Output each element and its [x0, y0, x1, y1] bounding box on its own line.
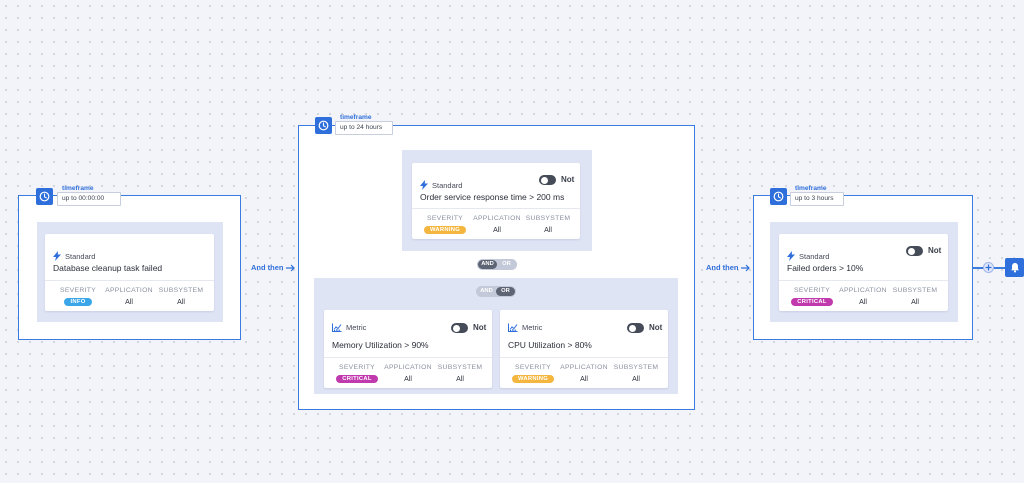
card-type: Standard	[420, 180, 462, 190]
and-or-switch-inner[interactable]: AND OR	[476, 286, 516, 297]
divider	[412, 208, 580, 209]
condition-card-memory[interactable]: Metric Not Memory Utilization > 90% SEVE…	[324, 310, 492, 388]
clock-icon	[773, 191, 784, 202]
lightning-icon	[787, 251, 795, 261]
condition-title: Database cleanup task failed	[53, 263, 163, 273]
card-type-label: Standard	[65, 251, 96, 261]
arrow-right-icon	[740, 264, 750, 271]
application-header: APPLICATION	[384, 364, 432, 371]
add-step-button[interactable]	[983, 262, 994, 273]
not-toggle[interactable]	[539, 175, 556, 185]
timeframe-value-1[interactable]: up to 00:00:00	[57, 192, 121, 206]
card-type-label: Standard	[432, 180, 463, 190]
timeframe-value-text: up to 00:00:00	[62, 195, 105, 202]
bell-icon	[1010, 263, 1019, 273]
card-type: Standard	[787, 251, 829, 261]
condition-card-failed-orders[interactable]: Standard Not Failed orders > 10% SEVERIT…	[779, 234, 948, 311]
subsystem-header: SUBSYSTEM	[158, 287, 204, 294]
divider	[324, 357, 492, 358]
and-option[interactable]: AND	[480, 288, 493, 294]
severity-header: SEVERITY	[514, 364, 552, 371]
card-type: Metric	[508, 323, 542, 332]
severity-badge: CRITICAL	[791, 298, 833, 307]
subsystem-value: All	[456, 376, 464, 383]
and-option[interactable]: AND	[478, 260, 497, 269]
divider	[45, 280, 214, 281]
arrow-right-icon	[285, 264, 295, 271]
and-then-connector-1: And then	[251, 263, 296, 272]
subsystem-header: SUBSYSTEM	[525, 215, 571, 222]
severity-badge: CRITICAL	[336, 375, 378, 384]
timeframe-value-3[interactable]: up to 3 hours	[790, 192, 844, 206]
subsystem-header: SUBSYSTEM	[892, 287, 938, 294]
condition-title: CPU Utilization > 80%	[508, 340, 592, 350]
application-value: All	[125, 299, 133, 306]
and-or-switch-outer[interactable]: AND OR	[477, 259, 517, 270]
application-header: APPLICATION	[839, 287, 887, 294]
application-header: APPLICATION	[560, 364, 608, 371]
condition-title: Memory Utilization > 90%	[332, 340, 429, 350]
card-type: Standard	[53, 251, 95, 261]
application-value: All	[493, 227, 501, 234]
severity-header: SEVERITY	[59, 287, 97, 294]
not-label: Not	[473, 323, 487, 332]
subsystem-value: All	[177, 299, 185, 306]
card-type-label: Standard	[799, 251, 830, 261]
lightning-icon	[53, 251, 61, 261]
application-header: APPLICATION	[473, 215, 521, 222]
card-type: Metric	[332, 323, 366, 332]
severity-badge: WARNING	[423, 226, 467, 235]
divider	[500, 357, 668, 358]
application-header: APPLICATION	[105, 287, 153, 294]
not-toggle[interactable]	[906, 246, 923, 256]
subsystem-header: SUBSYSTEM	[613, 364, 659, 371]
or-option[interactable]: OR	[502, 261, 511, 267]
application-value: All	[404, 376, 412, 383]
not-label: Not	[649, 323, 663, 332]
chart-icon	[508, 323, 518, 332]
subsystem-value: All	[911, 299, 919, 306]
subsystem-value: All	[632, 376, 640, 383]
application-value: All	[859, 299, 867, 306]
timeframe-button-1[interactable]	[36, 188, 53, 205]
subsystem-header: SUBSYSTEM	[437, 364, 483, 371]
card-type-label: Metric	[522, 323, 543, 332]
chart-icon	[332, 323, 342, 332]
timeframe-title-3: timeframe	[795, 185, 827, 192]
not-label: Not	[928, 246, 942, 255]
timeframe-value-text: up to 3 hours	[795, 195, 834, 202]
condition-card-cpu[interactable]: Metric Not CPU Utilization > 80% SEVERIT…	[500, 310, 668, 388]
severity-header: SEVERITY	[338, 364, 376, 371]
condition-card-db-cleanup[interactable]: Standard Database cleanup task failed SE…	[45, 234, 214, 311]
and-then-connector-2: And then	[706, 263, 751, 272]
not-toggle[interactable]	[627, 323, 644, 333]
clock-icon	[318, 120, 329, 131]
timeframe-value-text: up to 24 hours	[340, 124, 383, 131]
timeframe-button-2[interactable]	[315, 117, 332, 134]
subsystem-value: All	[544, 227, 552, 234]
severity-badge: INFO	[64, 298, 92, 307]
timeframe-title-1: timeframe	[62, 185, 94, 192]
divider	[779, 280, 948, 281]
timeframe-button-3[interactable]	[770, 188, 787, 205]
and-then-label: And then	[706, 263, 739, 272]
condition-title: Order service response time > 200 ms	[420, 192, 565, 202]
condition-card-order-service[interactable]: Standard Not Order service response time…	[412, 163, 580, 239]
timeframe-title-2: timeframe	[340, 114, 372, 121]
condition-title: Failed orders > 10%	[787, 263, 864, 273]
not-toggle[interactable]	[451, 323, 468, 333]
application-value: All	[580, 376, 588, 383]
card-type-label: Metric	[346, 323, 367, 332]
or-option[interactable]: OR	[496, 287, 515, 296]
timeframe-value-2[interactable]: up to 24 hours	[335, 121, 393, 135]
severity-header: SEVERITY	[426, 215, 464, 222]
clock-icon	[39, 191, 50, 202]
severity-badge: WARNING	[511, 375, 555, 384]
not-label: Not	[561, 175, 575, 184]
and-then-label: And then	[251, 263, 284, 272]
plus-icon	[985, 264, 992, 271]
severity-header: SEVERITY	[793, 287, 831, 294]
notification-button[interactable]	[1005, 258, 1024, 277]
lightning-icon	[420, 180, 428, 190]
